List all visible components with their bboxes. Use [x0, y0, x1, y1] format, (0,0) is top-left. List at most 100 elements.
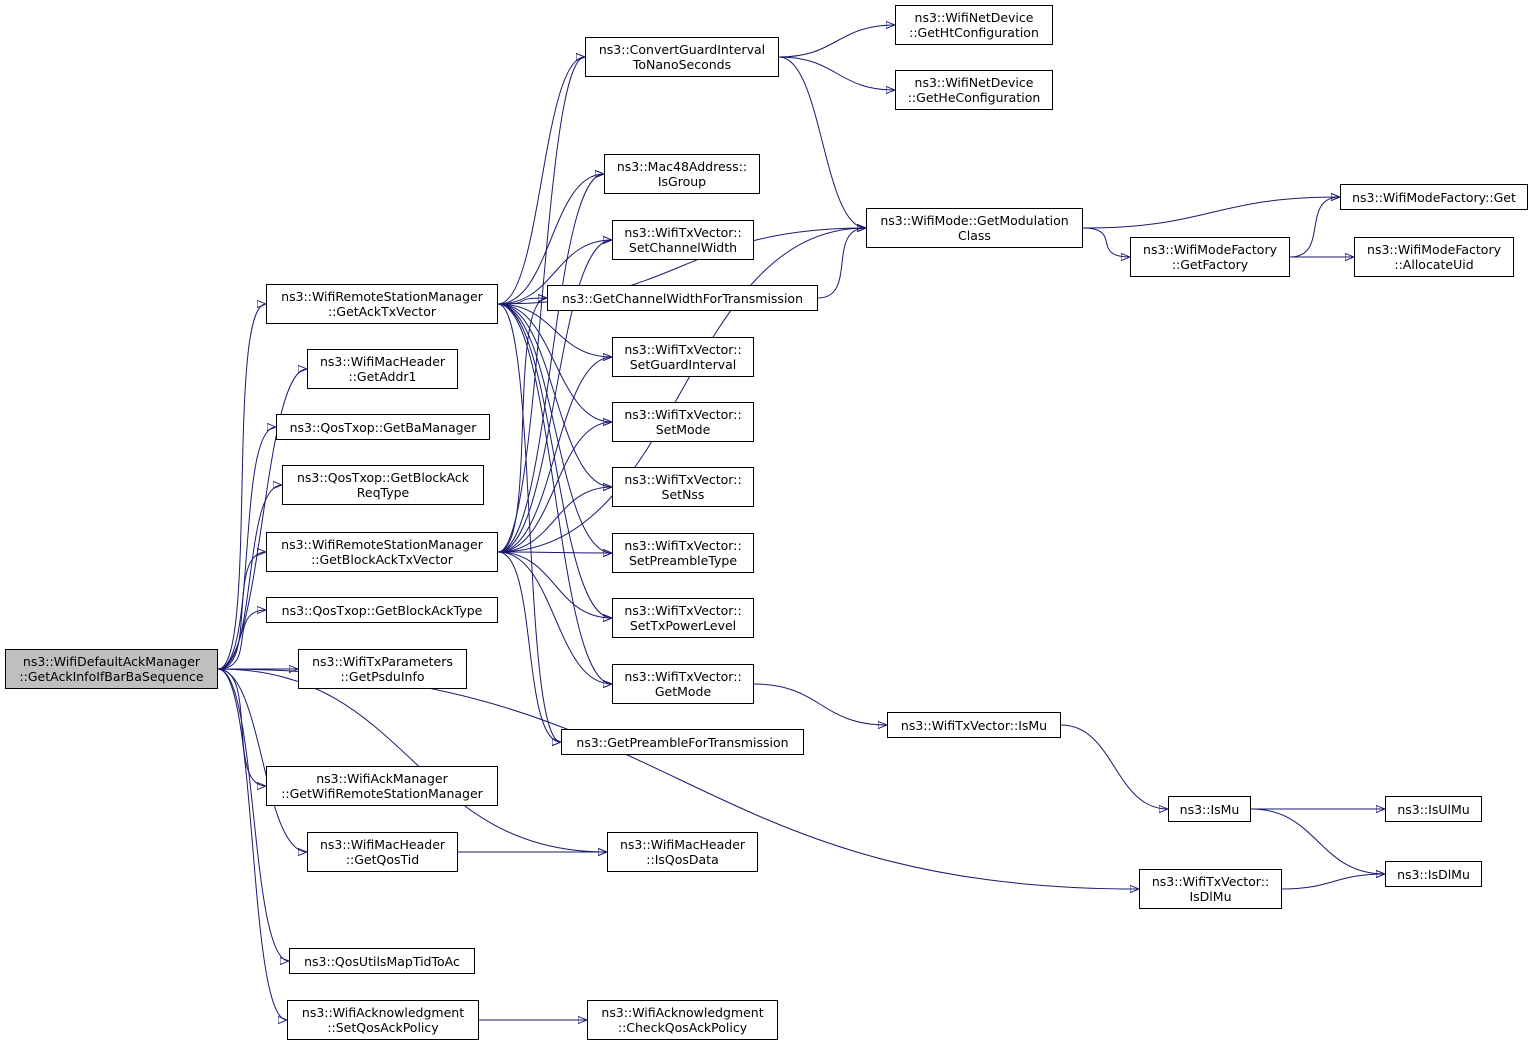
- node-label-line: ::GetBlockAckTxVector: [311, 552, 453, 567]
- node-isgroup[interactable]: ns3::Mac48Address::IsGroup: [604, 154, 760, 194]
- node-getheconfiguration[interactable]: ns3::WifiNetDevice::GetHeConfiguration: [895, 70, 1053, 110]
- edge-getblockacktxvector-to-settxpowerlevel: [497, 551, 612, 618]
- edge-getblockacktxvector-to-setnss: [497, 487, 612, 553]
- edge-getmodulationclass-to-wifimodefactoryget: [1082, 197, 1340, 229]
- edge-getblockacktxvector-to-setguardinterval: [497, 357, 612, 553]
- node-label-line: ns3::WifiTxVector::IsMu: [900, 717, 1048, 733]
- node-label-line: IsDlMu: [1189, 889, 1232, 904]
- node-setchannelwidth[interactable]: ns3::WifiTxVector::SetChannelWidth: [612, 220, 754, 260]
- node-label-line: ::IsQosData: [646, 852, 719, 867]
- node-getblockacktype[interactable]: ns3::QosTxop::GetBlockAckType: [266, 597, 498, 623]
- node-label-line: SetMode: [655, 422, 711, 437]
- node-label-line: ns3::WifiAckManager: [316, 771, 448, 786]
- edge-getfactory-to-wifimodefactoryget: [1289, 197, 1340, 258]
- node-label-line: ns3::IsMu: [1179, 801, 1240, 817]
- node-root[interactable]: ns3::WifiDefaultAckManager::GetAckInfoIf…: [5, 649, 218, 689]
- node-ismu[interactable]: ns3::IsMu: [1168, 796, 1251, 822]
- edge-getacktxvector-to-getmode: [497, 303, 612, 684]
- node-label-line: ReqType: [356, 485, 410, 500]
- node-getblockacktxvector[interactable]: ns3::WifiRemoteStationManager::GetBlockA…: [266, 532, 498, 572]
- edge-getacktxvector-to-isgroup: [497, 174, 604, 305]
- node-settxpowerlevel[interactable]: ns3::WifiTxVector::SetTxPowerLevel: [612, 598, 754, 638]
- node-getaddr1[interactable]: ns3::WifiMacHeader::GetAddr1: [307, 349, 458, 389]
- node-label-line: ::GetFactory: [1171, 257, 1249, 272]
- node-label-line: ns3::WifiModeFactory::Get: [1352, 189, 1516, 205]
- node-label-line: ns3::WifiNetDevice: [914, 10, 1034, 25]
- node-label-line: ns3::WifiDefaultAckManager: [22, 654, 201, 669]
- node-getwifiremotestationmanager[interactable]: ns3::WifiAckManager::GetWifiRemoteStatio…: [266, 766, 498, 806]
- node-label-line: ns3::WifiMacHeader: [319, 354, 446, 369]
- node-label-line: ns3::WifiTxVector::: [624, 342, 742, 357]
- node-isdlmu[interactable]: ns3::IsDlMu: [1385, 861, 1482, 887]
- edge-getacktxvector-to-setguardinterval: [497, 303, 612, 357]
- edge-root-to-qosutilsmaptidtoac: [217, 668, 290, 961]
- node-label-line: ns3::WifiAcknowledgment: [601, 1005, 764, 1020]
- node-allocateuid[interactable]: ns3::WifiModeFactory::AllocateUid: [1354, 237, 1514, 277]
- node-label-line: ::GetHtConfiguration: [909, 25, 1039, 40]
- node-label-line: ::SetQosAckPolicy: [327, 1020, 439, 1035]
- node-label-line: ns3::WifiAcknowledgment: [301, 1005, 465, 1020]
- node-label-line: GetMode: [654, 684, 712, 699]
- node-getacktxvector[interactable]: ns3::WifiRemoteStationManager::GetAckTxV…: [266, 284, 498, 324]
- node-setnss[interactable]: ns3::WifiTxVector::SetNss: [612, 467, 754, 507]
- node-getpsduinfo[interactable]: ns3::WifiTxParameters::GetPsduInfo: [298, 649, 467, 689]
- node-getfactory[interactable]: ns3::WifiModeFactory::GetFactory: [1130, 237, 1290, 277]
- node-gethtconfiguration[interactable]: ns3::WifiNetDevice::GetHtConfiguration: [895, 5, 1053, 45]
- node-getqostid[interactable]: ns3::WifiMacHeader::GetQosTid: [307, 832, 458, 872]
- node-isulmu[interactable]: ns3::IsUlMu: [1385, 796, 1482, 822]
- edge-getblockacktxvector-to-getpreamblefortransmission: [497, 551, 562, 742]
- node-label-line: ::GetAddr1: [348, 369, 417, 384]
- node-setmode[interactable]: ns3::WifiTxVector::SetMode: [612, 402, 754, 442]
- edge-getblockacktxvector-to-isgroup: [497, 174, 604, 553]
- node-label-line: ::CheckQosAckPolicy: [617, 1020, 748, 1035]
- node-label-line: Class: [958, 228, 991, 243]
- node-getchannelwidthfortransmission[interactable]: ns3::GetChannelWidthForTransmission: [547, 285, 818, 311]
- node-isqosdata[interactable]: ns3::WifiMacHeader::IsQosData: [607, 832, 758, 872]
- node-label-line: SetNss: [661, 487, 705, 502]
- node-checkqosackpolicy[interactable]: ns3::WifiAcknowledgment::CheckQosAckPoli…: [587, 1000, 778, 1040]
- node-label-line: ns3::IsDlMu: [1397, 866, 1470, 882]
- node-label-line: ::GetAckTxVector: [327, 304, 436, 319]
- node-label-line: SetPreambleType: [628, 553, 738, 568]
- node-qosutilsmaptidtoac[interactable]: ns3::QosUtilsMapTidToAc: [289, 948, 475, 974]
- edge-root-to-getacktxvector: [217, 304, 267, 670]
- edge-root-to-setqosackpolicy: [217, 668, 288, 1020]
- edge-root-to-getaddr1: [217, 369, 308, 670]
- edge-root-to-getblockacktype: [217, 610, 266, 670]
- edge-getblockacktxvector-to-setpreambletype: [497, 552, 612, 553]
- node-label-line: ns3::WifiNetDevice: [914, 75, 1034, 90]
- node-label-line: IsGroup: [657, 174, 707, 189]
- edge-ismu-to-isdlmu: [1250, 808, 1385, 874]
- node-getpreamblefortransmission[interactable]: ns3::GetPreambleForTransmission: [561, 729, 804, 755]
- node-getbamanager[interactable]: ns3::QosTxop::GetBaManager: [276, 414, 490, 440]
- node-wifimodefactoryget[interactable]: ns3::WifiModeFactory::Get: [1340, 184, 1528, 210]
- edge-getmode-to-txvectorismu: [753, 683, 887, 725]
- node-label-line: ns3::WifiMacHeader: [619, 837, 746, 852]
- node-txvectorisdlmu[interactable]: ns3::WifiTxVector::IsDlMu: [1139, 869, 1282, 909]
- node-label-line: ns3::QosTxop::GetBaManager: [289, 419, 477, 435]
- edge-getblockacktxvector-to-convertguardinterval: [497, 57, 586, 553]
- node-label-line: ns3::Mac48Address::: [616, 159, 748, 174]
- node-label-line: ns3::WifiRemoteStationManager: [281, 289, 483, 304]
- node-setguardinterval[interactable]: ns3::WifiTxVector::SetGuardInterval: [612, 337, 754, 377]
- edge-getblockacktxvector-to-getmode: [497, 551, 612, 684]
- node-txvectorismu[interactable]: ns3::WifiTxVector::IsMu: [887, 712, 1061, 738]
- node-label-line: ns3::WifiTxVector::: [624, 603, 742, 618]
- edge-convertguardinterval-to-gethtconfiguration: [778, 25, 895, 58]
- edge-txvectorisdlmu-to-isdlmu: [1281, 874, 1385, 890]
- node-label-line: ns3::WifiRemoteStationManager: [281, 537, 483, 552]
- node-label-line: ns3::QosTxop::GetBlockAck: [297, 470, 469, 485]
- edge-getacktxvector-to-setpreambletype: [497, 303, 612, 553]
- node-setpreambletype[interactable]: ns3::WifiTxVector::SetPreambleType: [612, 533, 754, 573]
- node-label-line: ::GetWifiRemoteStationManager: [281, 786, 483, 801]
- edge-txvectorismu-to-ismu: [1060, 724, 1168, 809]
- edge-getchannelwidthfortransmission-to-getmodulationclass: [817, 228, 866, 299]
- node-label-line: ns3::WifiTxVector::: [624, 472, 742, 487]
- node-getmode[interactable]: ns3::WifiTxVector::GetMode: [612, 664, 754, 704]
- node-setqosackpolicy[interactable]: ns3::WifiAcknowledgment::SetQosAckPolicy: [287, 1000, 479, 1040]
- node-label-line: SetChannelWidth: [628, 240, 738, 255]
